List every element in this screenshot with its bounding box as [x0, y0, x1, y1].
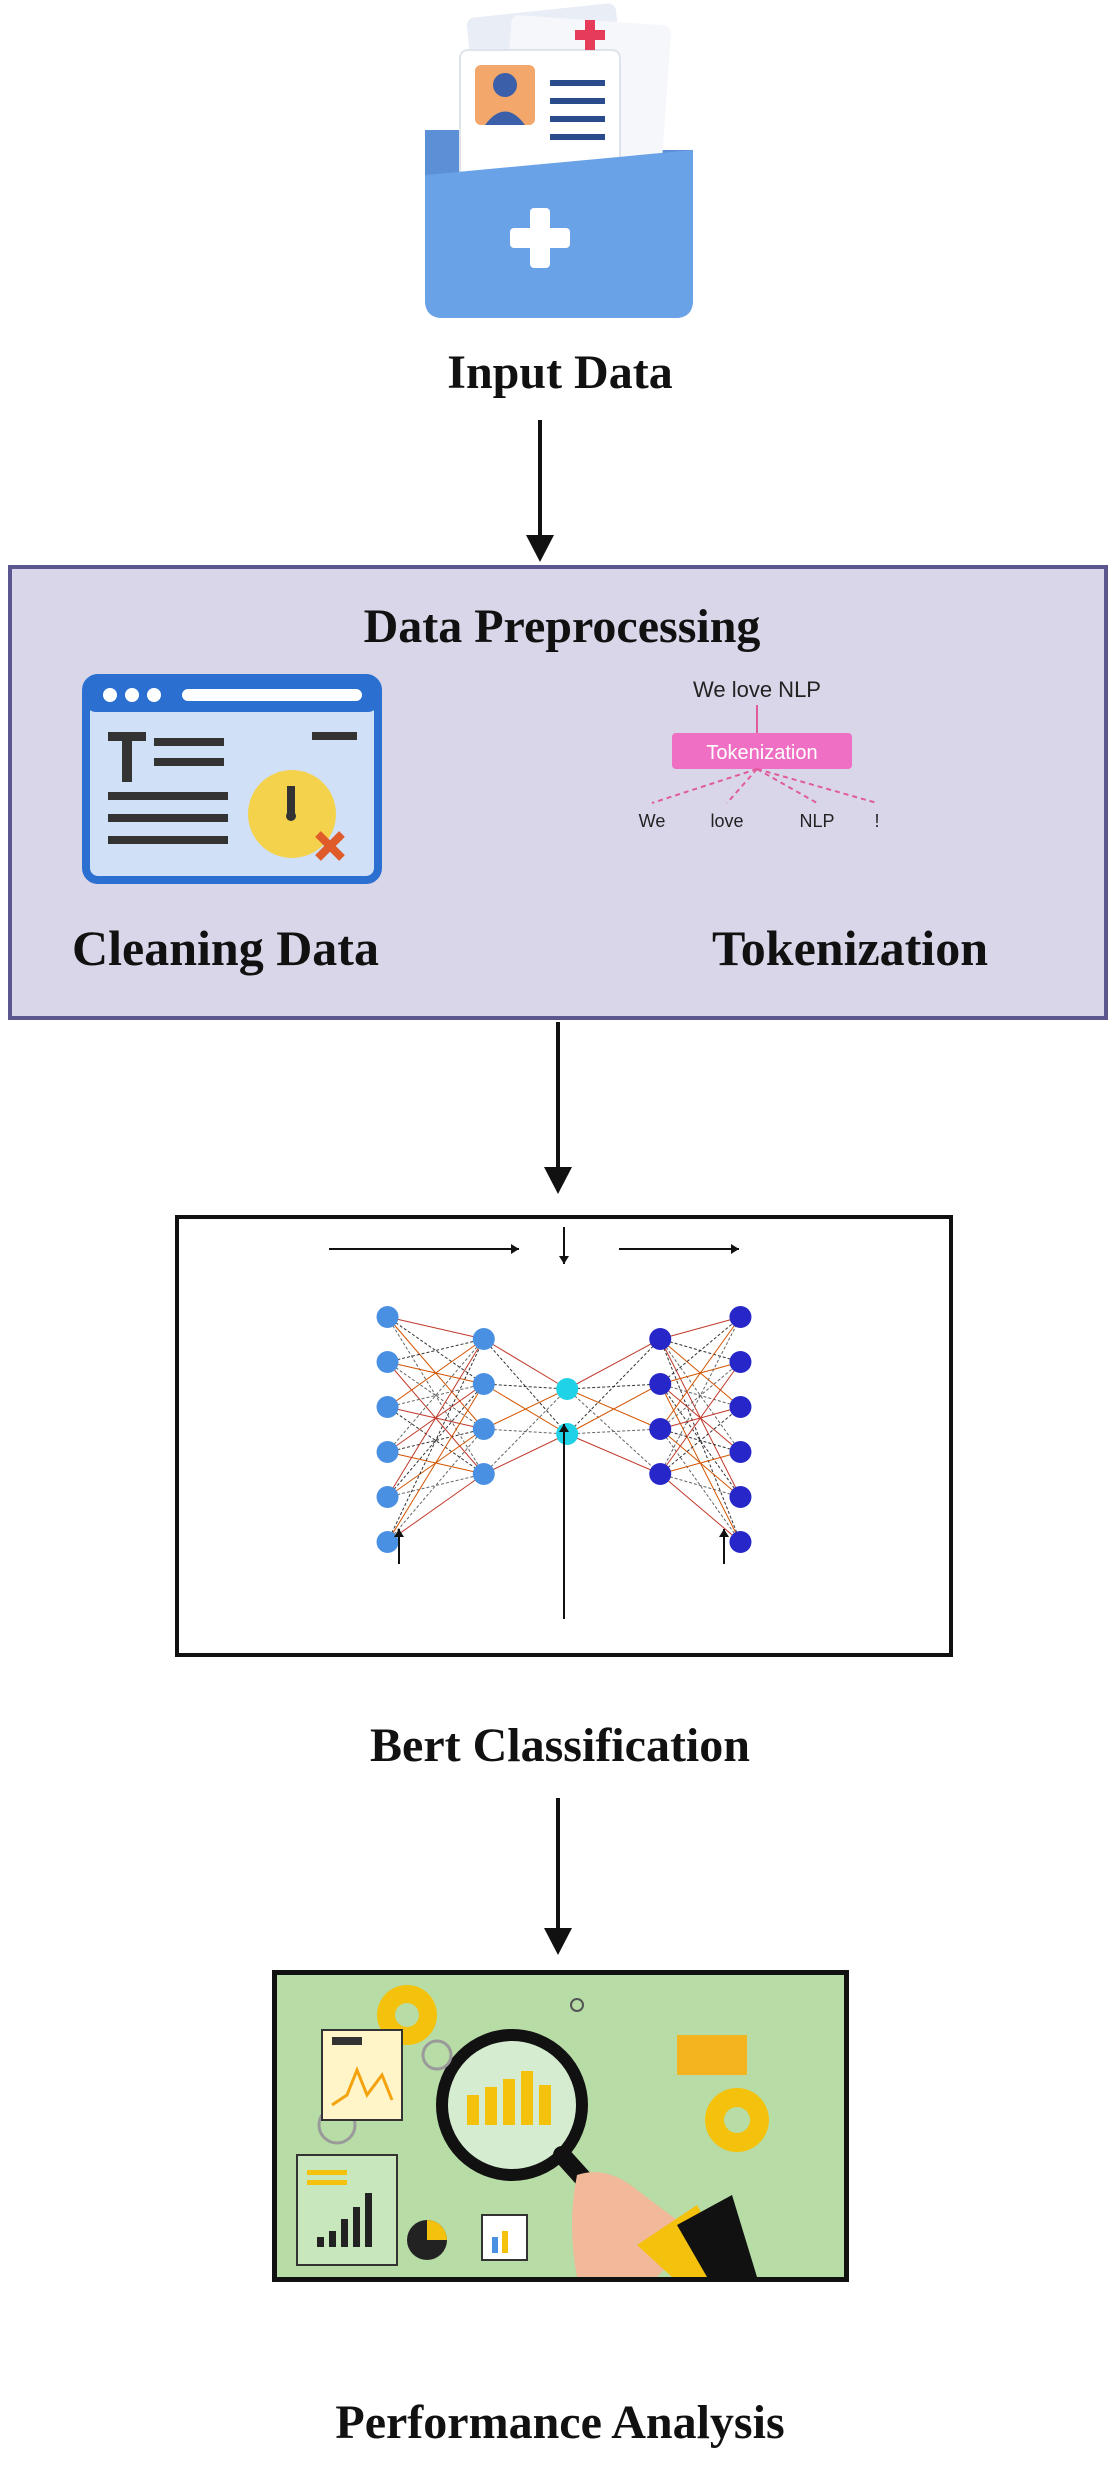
nn-edge [660, 1451, 741, 1475]
nn-node [376, 1396, 399, 1418]
neural-network-diagram [329, 1227, 752, 1619]
nn-edge [660, 1316, 741, 1340]
arrow-bert-to-performance [544, 1798, 572, 1955]
nn-edge [483, 1388, 568, 1430]
gear-icon [705, 2088, 769, 2152]
nn-arrowhead [719, 1529, 729, 1537]
tokenization-diagram: We love NLP Tokenization We love NLP ! [639, 677, 880, 831]
nn-node [649, 1463, 672, 1485]
tokenization-box [672, 733, 852, 769]
nn-edge [387, 1316, 485, 1385]
nn-edge [659, 1316, 741, 1430]
performance-analysis-label: Performance Analysis [335, 2396, 785, 2449]
token-1: love [710, 811, 743, 831]
medical-folder-icon [425, 3, 693, 318]
hand-icon [572, 2172, 757, 2277]
nn-arrowhead [559, 1256, 569, 1264]
nn-edge [387, 1428, 484, 1453]
nn-edge [659, 1406, 741, 1475]
nn-node [376, 1351, 399, 1373]
nn-node [472, 1418, 495, 1440]
nn-arrowhead [511, 1244, 519, 1254]
nn-edge [659, 1316, 741, 1385]
nn-edge [387, 1338, 484, 1363]
arrow-preprocessing-to-bert [544, 1022, 572, 1194]
performance-analysis-frame [272, 1970, 849, 2282]
bert-classification-label: Bert Classification [370, 1719, 750, 1772]
bert-network-frame [175, 1215, 953, 1657]
nn-node [729, 1351, 752, 1373]
tokenization-box-label: Tokenization [706, 742, 817, 764]
data-preprocessing-title: Data Preprocessing [363, 600, 761, 653]
nn-edge [659, 1316, 741, 1475]
nn-node [729, 1486, 752, 1508]
nn-arrowhead [731, 1244, 739, 1254]
nn-node [376, 1531, 399, 1553]
nn-edge [660, 1473, 741, 1498]
nn-edge [659, 1473, 741, 1543]
nn-edge [659, 1361, 741, 1475]
nn-node [472, 1463, 495, 1485]
nn-arrowhead [559, 1424, 569, 1432]
input-data-label: Input Data [447, 346, 673, 399]
nn-edge [387, 1338, 485, 1408]
nn-edge [387, 1383, 485, 1543]
nn-edge [387, 1316, 484, 1340]
nn-edge [387, 1383, 484, 1408]
nn-arrowhead [394, 1529, 404, 1537]
nn-node [649, 1328, 672, 1350]
performance-analysis-illustration [296, 1985, 769, 2277]
nn-node [472, 1373, 495, 1395]
nn-edge [387, 1406, 485, 1475]
nn-node [649, 1373, 672, 1395]
nn-edge [659, 1428, 741, 1543]
nn-node [649, 1418, 672, 1440]
nn-edge [483, 1428, 568, 1435]
nn-edge [387, 1361, 485, 1430]
nn-edge [387, 1428, 485, 1543]
nn-edge [387, 1473, 485, 1543]
nn-edge [567, 1428, 661, 1435]
nn-edge [387, 1338, 485, 1498]
nn-edge [566, 1383, 661, 1435]
nn-edge [387, 1473, 484, 1498]
nn-node [729, 1531, 752, 1553]
nn-edge [387, 1316, 485, 1475]
token-0: We [639, 811, 666, 831]
nn-edge [659, 1361, 741, 1430]
token-sentence: We love NLP [693, 677, 821, 702]
nn-node [472, 1328, 495, 1350]
nn-edge [483, 1383, 568, 1390]
nn-edge [567, 1433, 661, 1475]
nn-node [376, 1306, 399, 1328]
nn-edge [659, 1338, 741, 1453]
magnifier-icon [436, 2029, 616, 2214]
nn-node [376, 1441, 399, 1463]
nn-node [729, 1306, 752, 1328]
data-preprocessing-panel: Data Preprocessing We love NLP Tokenizat… [8, 565, 1108, 1020]
nn-node [729, 1441, 752, 1463]
nn-edge [566, 1388, 661, 1475]
nn-node [556, 1423, 579, 1445]
nn-node [729, 1396, 752, 1418]
nn-edge [483, 1338, 568, 1435]
nn-edge [659, 1383, 741, 1498]
nn-node [376, 1486, 399, 1508]
nn-edge [566, 1338, 661, 1435]
tokenization-label: Tokenization [712, 920, 989, 976]
nn-edge [483, 1433, 568, 1475]
nn-edge [566, 1338, 661, 1390]
token-2: NLP [799, 811, 834, 831]
cleaning-data-label: Cleaning Data [72, 920, 379, 976]
nn-edge [387, 1338, 485, 1543]
nn-node [556, 1378, 579, 1400]
arrow-input-to-preprocessing [526, 420, 554, 562]
nn-edge [483, 1338, 568, 1390]
cleaning-data-icon [82, 674, 382, 884]
token-3: ! [874, 811, 879, 831]
